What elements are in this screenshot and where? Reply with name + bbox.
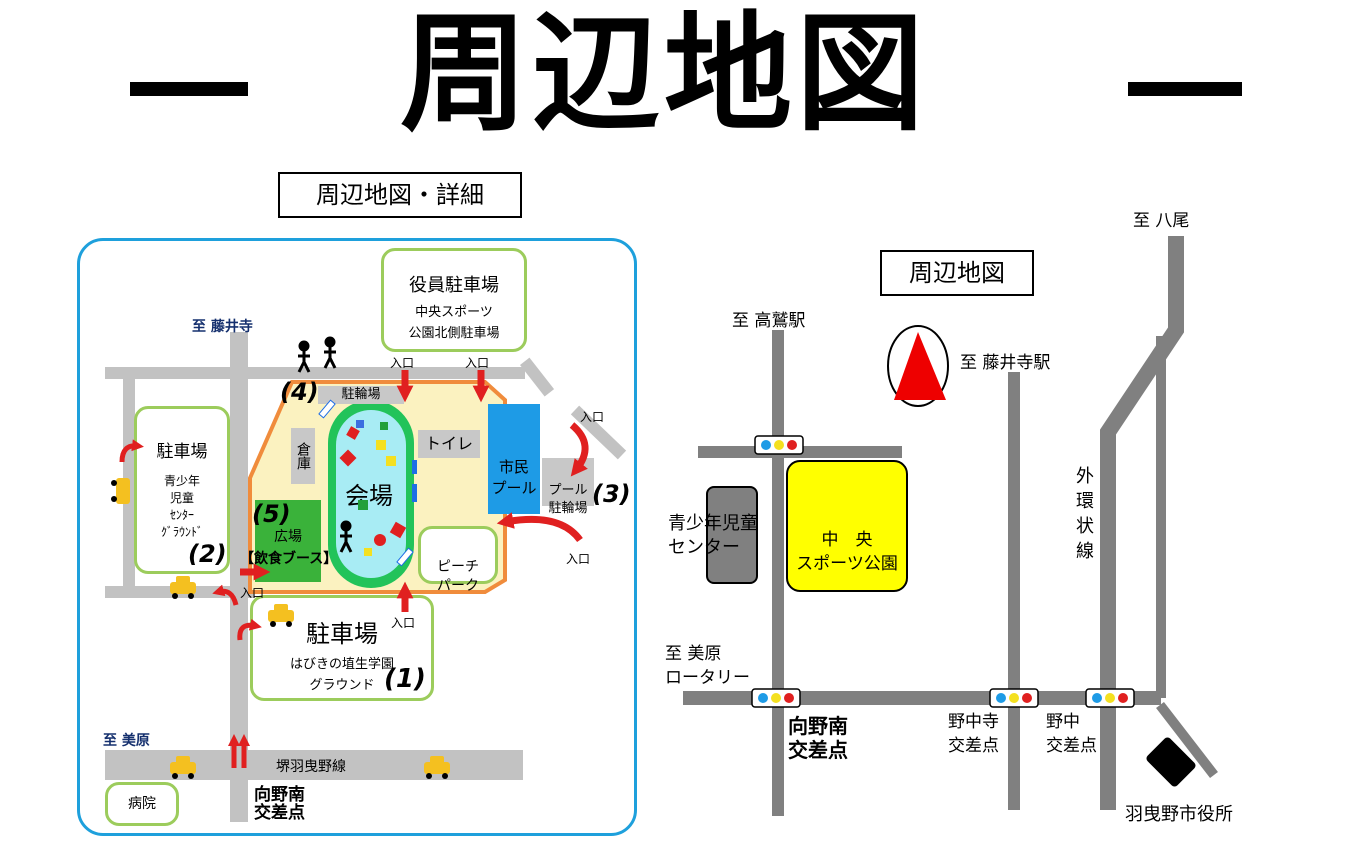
to-takawashi-label: 至 高鷲駅: [732, 311, 806, 331]
number-3: (3): [592, 480, 631, 508]
venue-label: 会場: [345, 482, 393, 510]
central-park: 中 央 スポーツ公園: [786, 460, 908, 592]
arrow-curve-east-2: [496, 512, 583, 543]
youth-parking-line2: 児童: [169, 491, 194, 505]
main-parking-title: 駐車場: [306, 620, 378, 648]
to-fujiidera-label: 至 藤井寺: [192, 319, 253, 335]
car-icon-3: [170, 756, 196, 779]
nonaka-intersection-label: 野中 交差点: [1046, 712, 1097, 756]
arrow-curve-east-1: [569, 422, 589, 477]
youth-parking-title: 駐車場: [156, 442, 208, 462]
entrance-label-1: 入口: [390, 356, 415, 370]
bike-parking-label: 駐輪場: [341, 387, 381, 402]
person-icon-1: [297, 340, 311, 373]
entrance-label-6: 入口: [391, 616, 416, 630]
entrance-label-2: 入口: [465, 356, 490, 370]
entrance-label-4: 入口: [566, 552, 591, 566]
road-lower: [683, 691, 1161, 705]
pool: 市民 プール: [488, 404, 540, 514]
youth-parking: 駐車場 青少年 児童 ｾﾝﾀｰ ｸﾞﾗｳﾝﾄﾞ: [134, 406, 230, 574]
traffic-light-icon-2: [751, 688, 801, 708]
hospital: 病院: [105, 782, 179, 826]
entrance-label-5: 入口: [240, 586, 265, 600]
main-parking-line2: グラウンド: [309, 678, 375, 693]
to-yao-label: 至 八尾: [1133, 211, 1190, 231]
number-1: (1): [384, 664, 426, 694]
youth-parking-line3: ｾﾝﾀｰ: [169, 508, 194, 522]
youth-parking-line1: 青少年: [163, 474, 200, 488]
number-5: (5): [252, 500, 291, 528]
arrow-curve-middle: [212, 584, 239, 606]
north-arrow-triangle: [894, 332, 946, 400]
officer-parking-line2: 公園北側駐車場: [408, 326, 500, 341]
nonakadera-intersection-label: 野中寺 交差点: [948, 712, 999, 756]
main-parking-line1: はびきの埴生学園: [289, 657, 394, 672]
youth-center-label: 青少年児童 センター: [668, 513, 758, 558]
road-north: [105, 367, 525, 379]
number-2: (2): [188, 540, 227, 568]
arrow-curve-main-parking: [237, 618, 262, 641]
person-icon-2: [323, 336, 337, 369]
to-mihara-label: 至 美原: [103, 733, 150, 749]
beach-park: ピーチ パーク: [418, 526, 498, 594]
page-title: 周辺地図: [400, 0, 929, 149]
pool-label: 市民 プール: [491, 458, 537, 497]
warehouse-label: 倉庫: [295, 442, 311, 470]
to-mihara-rotary-label: 至 美原 ロータリー: [665, 644, 750, 688]
toilet: トイレ: [418, 430, 480, 458]
detail-map-frame: [77, 238, 637, 836]
area-map-heading: 周辺地図: [880, 250, 1034, 296]
hospital-label: 病院: [128, 796, 156, 812]
beach-park-label: ピーチ パーク: [437, 559, 479, 594]
mukaino-intersection-label: 向野南 交差点: [788, 714, 848, 762]
person-icon-3: [339, 520, 353, 553]
city-hall-building: [1146, 737, 1196, 787]
traffic-light-icon-4: [1085, 688, 1135, 708]
title-dash-right: [1128, 82, 1242, 96]
to-fujiidera-station-label: 至 藤井寺駅: [960, 353, 1051, 373]
road-vertical-main: [230, 332, 248, 822]
plaza-label: 広場: [274, 529, 302, 545]
detail-map-heading: 周辺地図・詳細: [278, 172, 522, 218]
road-city-hall: [1156, 701, 1218, 779]
car-icon-1: [170, 576, 196, 599]
officer-parking-line1: 中央スポーツ: [415, 305, 493, 320]
youth-center-building: [706, 486, 758, 584]
pool-bike-label: プール 駐輪場: [548, 483, 588, 516]
car-icon-4: [424, 756, 450, 779]
road-outer-ring: [1100, 236, 1184, 810]
road-name-label: 堺羽曳野線: [276, 759, 346, 775]
traffic-light-icon-1: [754, 435, 804, 455]
toilet-label: トイレ: [424, 434, 473, 453]
entrance-label-3: 入口: [580, 410, 605, 424]
car-icon-2: [268, 604, 294, 627]
number-4: (4): [280, 378, 319, 406]
bike-parking: 駐輪場: [318, 386, 404, 404]
traffic-light-icon-3: [989, 688, 1039, 708]
officer-parking: 役員駐車場 中央スポーツ 公園北側駐車場: [381, 248, 527, 352]
title-dash-left: [130, 82, 248, 96]
road-east-diagonal: [570, 405, 627, 460]
food-booth-label: 【飲食ブース】: [240, 551, 338, 567]
arrow-curve-youth: [119, 439, 144, 463]
officer-parking-title: 役員駐車場: [409, 275, 499, 296]
outer-ring-label: 外 環 状 線: [1076, 466, 1094, 562]
track-markers: [318, 399, 417, 567]
city-hall-label: 羽曳野市役所: [1125, 804, 1233, 825]
car-icon-5: [111, 478, 130, 504]
warehouse: 倉庫: [291, 428, 315, 484]
central-park-label: 中 央 スポーツ公園: [796, 530, 898, 574]
intersection-label-detail: 向野南 交差点: [254, 785, 305, 823]
youth-parking-line4: ｸﾞﾗｳﾝﾄﾞ: [160, 525, 203, 539]
